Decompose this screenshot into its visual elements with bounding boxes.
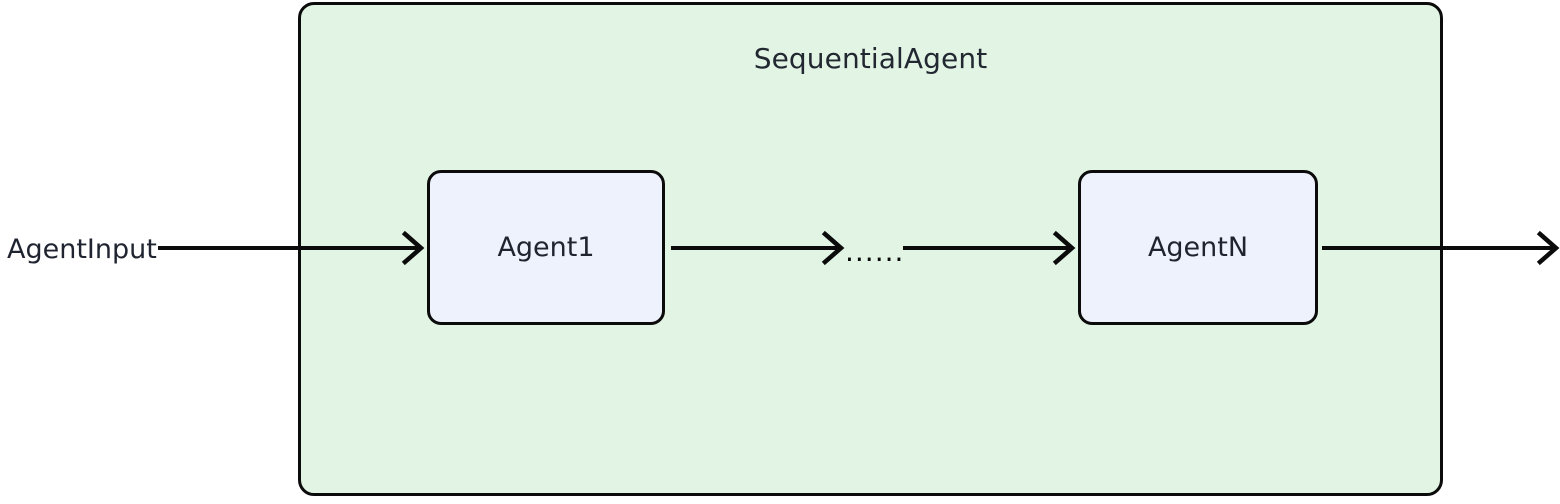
agent-input-label: AgentInput (7, 234, 157, 265)
node-agentn-label: AgentN (1147, 232, 1249, 263)
node-agent1[interactable]: Agent1 (427, 170, 665, 325)
ellipsis-indicator: ...... (845, 235, 905, 268)
node-agent1-label: Agent1 (497, 232, 595, 263)
sequential-agent-title: SequentialAgent (753, 42, 988, 75)
node-agentn[interactable]: AgentN (1078, 170, 1318, 325)
